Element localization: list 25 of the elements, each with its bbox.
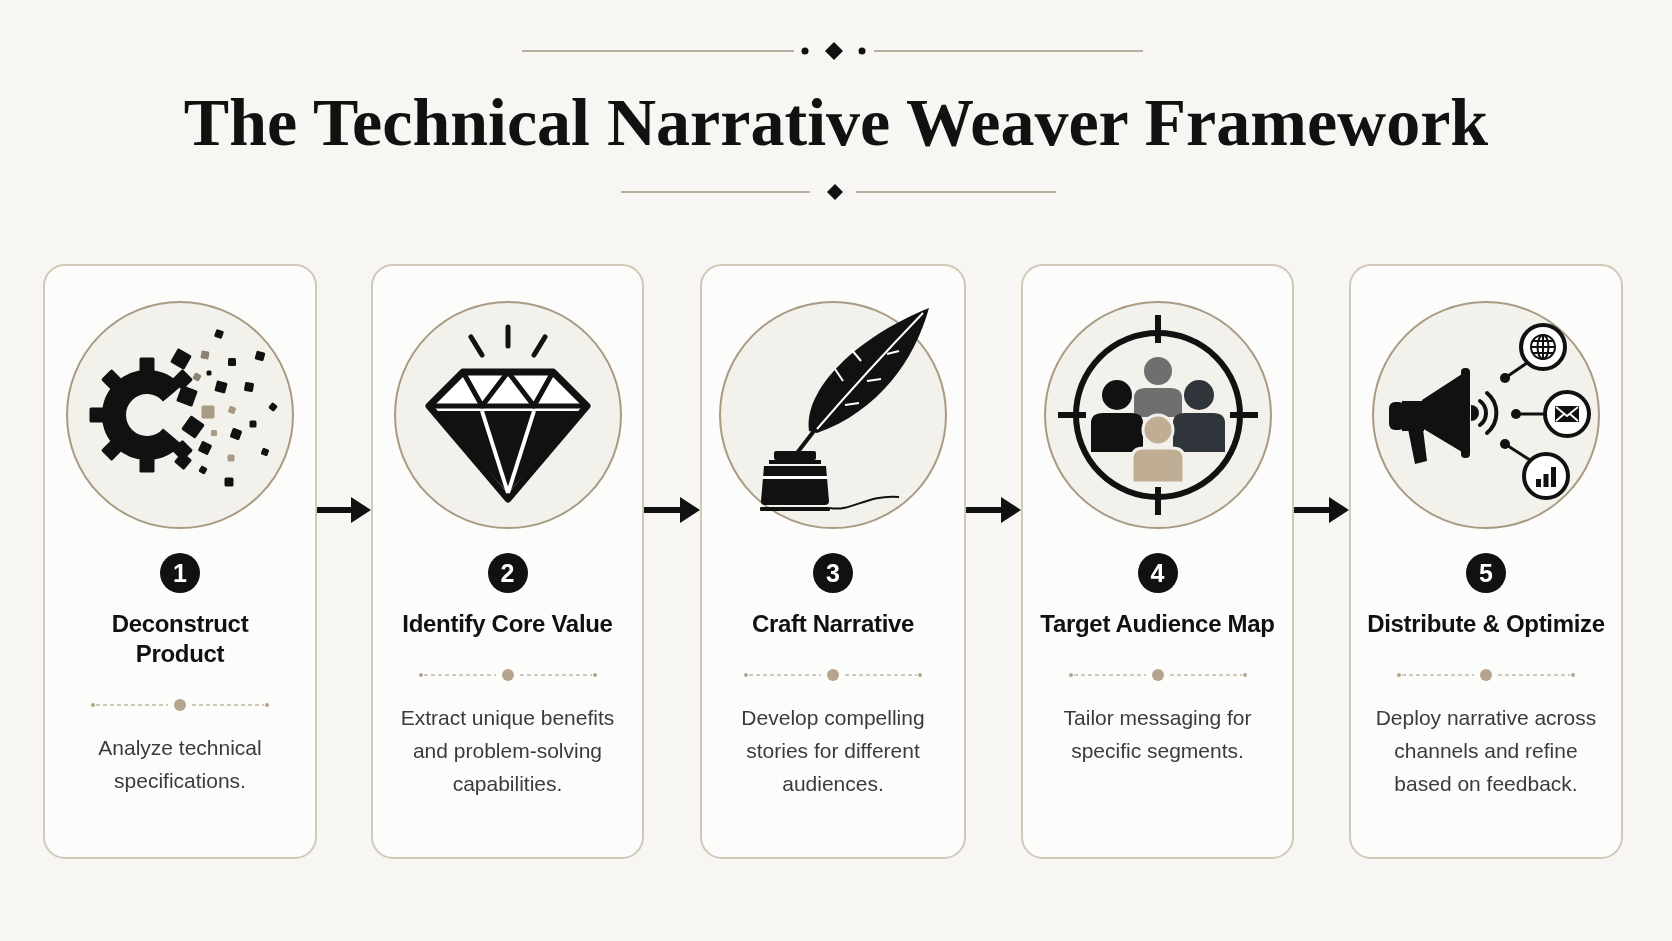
- step-title: Deconstruct Product: [110, 609, 250, 669]
- step-card: [371, 264, 644, 859]
- step-card: [43, 264, 317, 859]
- step-description: Deploy narrative across channels and refine based on feedback.: [1374, 705, 1598, 797]
- step-description: Analyze technical specifications.: [97, 735, 263, 794]
- step-description: Tailor messaging for specific segments.: [1062, 705, 1253, 764]
- step-description: Extract unique benefits and problem-solving capabilities.: [399, 705, 616, 797]
- step-number: 5: [1466, 553, 1506, 593]
- step-number: 4: [1137, 553, 1178, 593]
- step-card: [1021, 264, 1294, 859]
- step-card: [700, 264, 966, 859]
- step-number: 2: [487, 553, 528, 593]
- arrow: [644, 497, 700, 523]
- arrow: [966, 497, 1021, 523]
- step-title: Identify Core Value: [402, 609, 613, 639]
- step-description: Develop compelling stories for different audiences.: [740, 705, 926, 797]
- step-title: Craft Narrative: [751, 609, 915, 639]
- arrow: [1294, 497, 1349, 523]
- title: The Technical Narrative Weaver Framework: [183, 83, 1489, 162]
- arrow: [317, 497, 371, 523]
- step-number: 1: [160, 553, 200, 593]
- step-title: Distribute & Optimize: [1367, 609, 1605, 639]
- step-number: 3: [813, 553, 853, 593]
- step-card: [1349, 264, 1623, 859]
- step-title: Target Audience Map: [1040, 609, 1275, 639]
